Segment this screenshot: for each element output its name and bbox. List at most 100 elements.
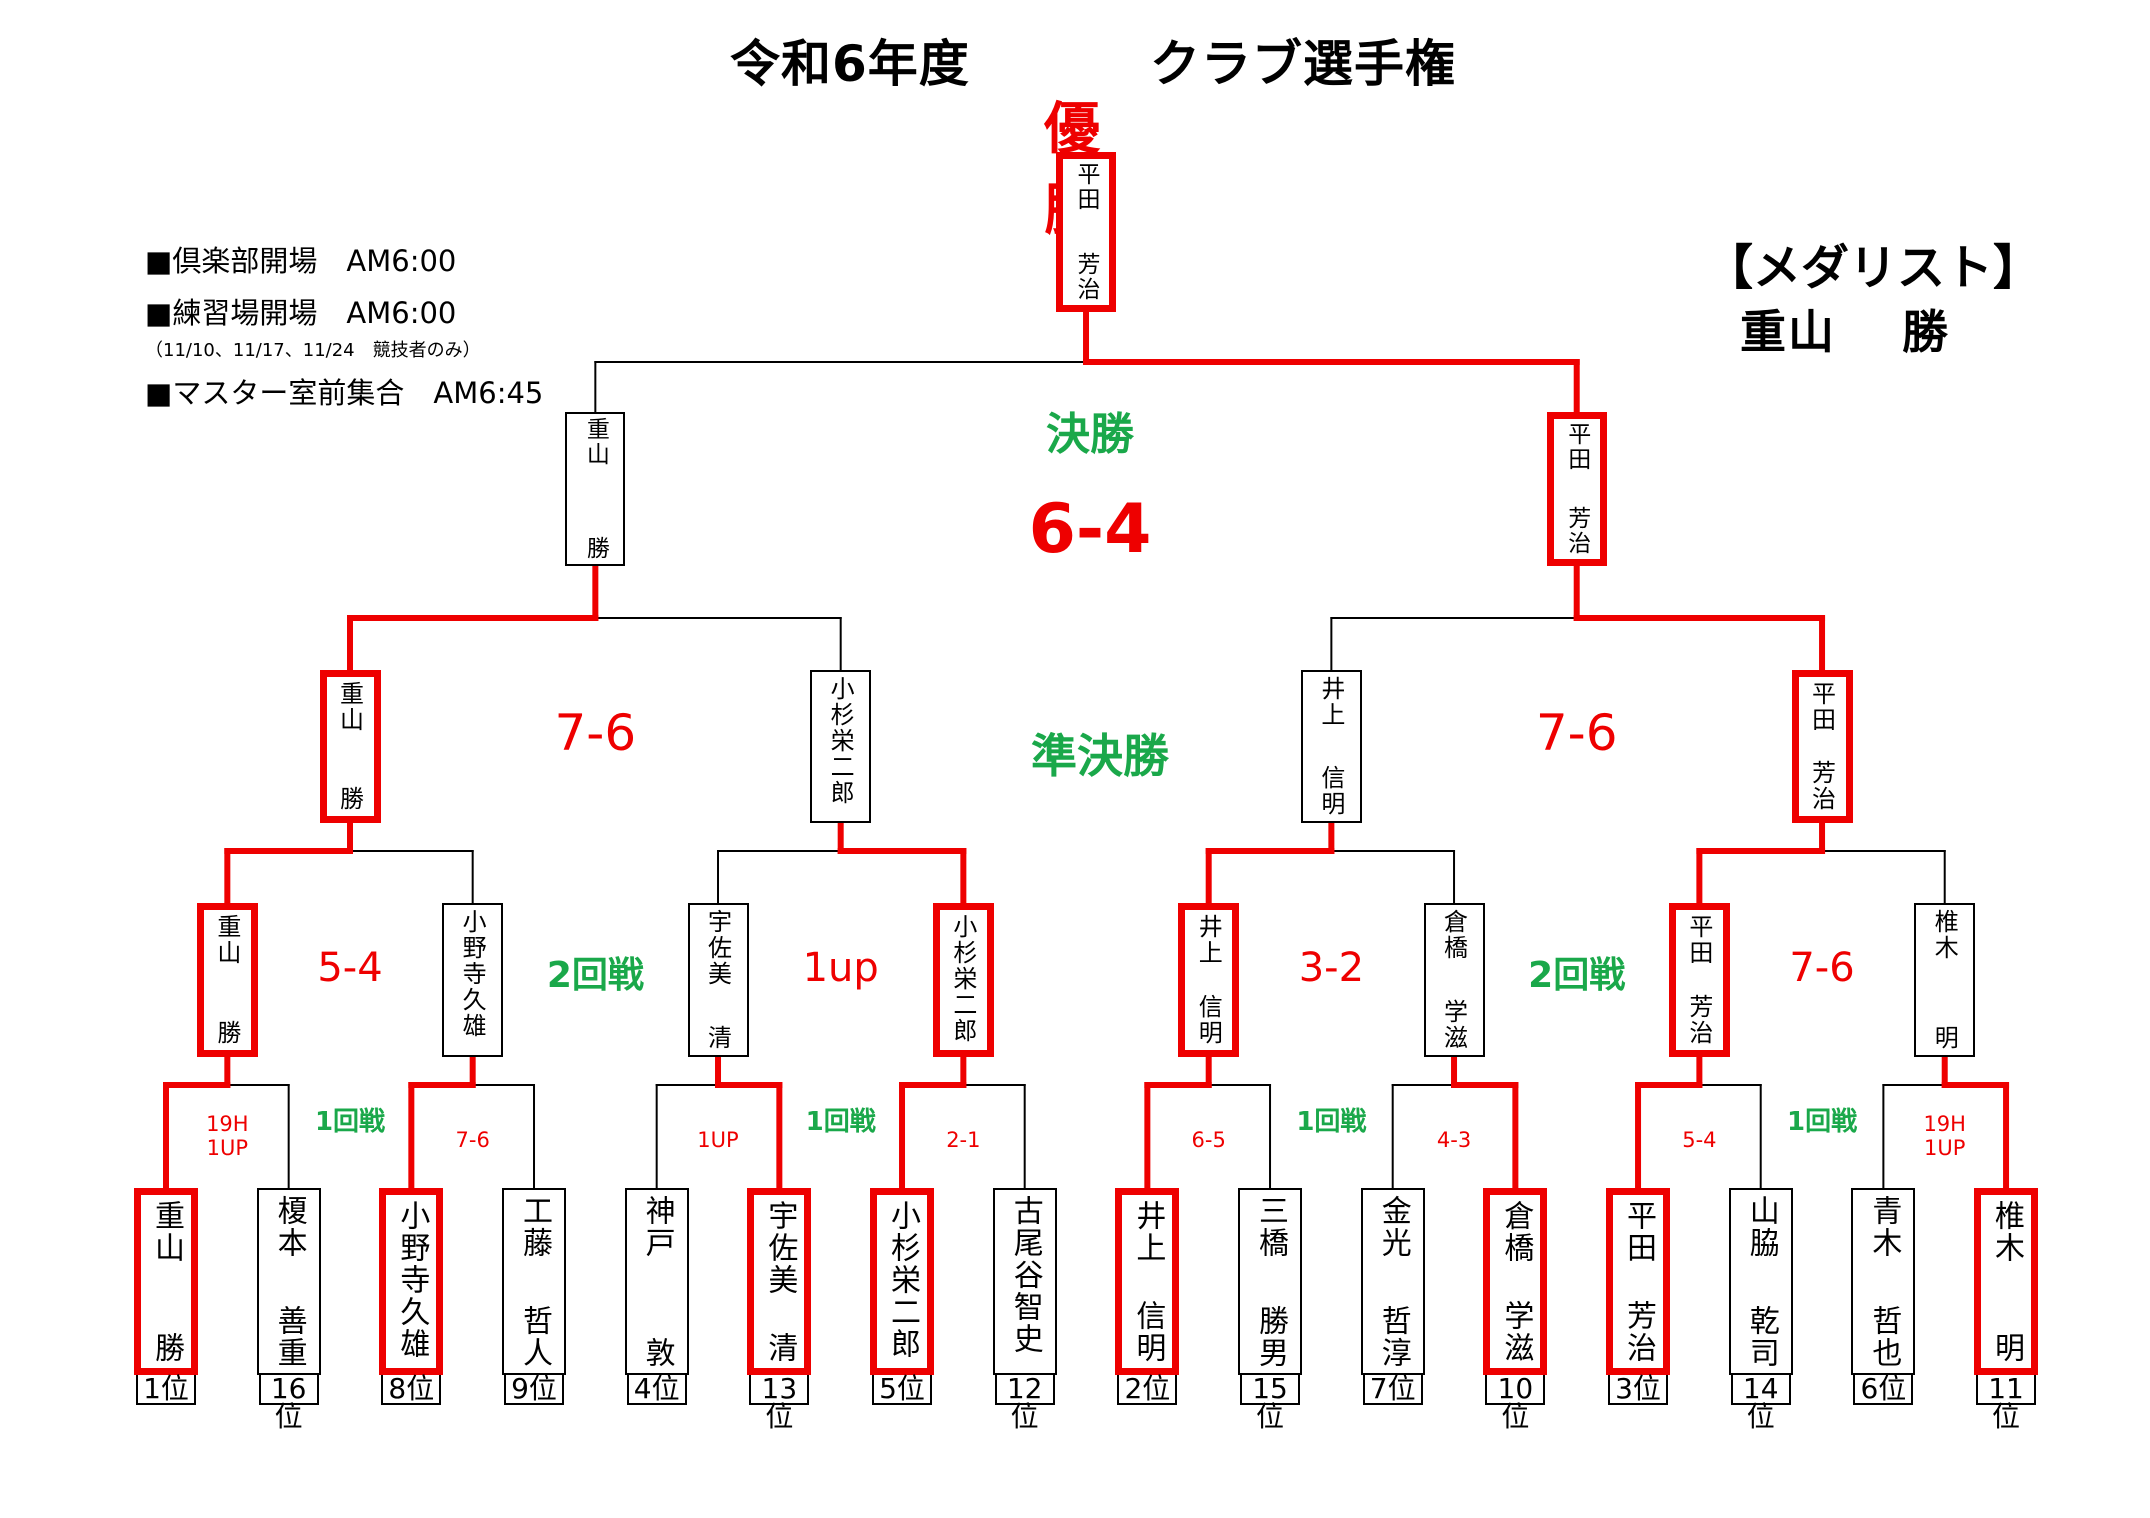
medalist-name: 重山 勝 (1740, 305, 1951, 359)
player-given-name: 芳治 (1807, 760, 1836, 813)
match-score-round2: 7-6 (1789, 945, 1855, 991)
round-label-round1: 1回戦 (805, 1107, 876, 1137)
match-score-round1: 1UP (697, 1128, 739, 1152)
player-family-name: 小野寺久雄 (458, 908, 487, 1039)
round-label-final: 決勝 (1046, 409, 1134, 460)
info-range-open: ■練習場開場 AM6:00 (145, 296, 457, 330)
player-box-round1: 井上信明 (1115, 1188, 1180, 1375)
player-family-name: 青木 (1866, 1194, 1902, 1259)
player-family-name: 金光 (1375, 1194, 1411, 1259)
player-family-name: 平田 (1621, 1199, 1657, 1264)
player-box-round2: 重山勝 (196, 903, 258, 1057)
player-given-name: 勝 (582, 535, 609, 561)
player-given-name: 乾司 (1743, 1304, 1779, 1369)
player-box-round1: 神戸敦 (624, 1188, 689, 1375)
seed-rank: 6位 (1853, 1375, 1914, 1405)
player-given-name: 哲人 (517, 1304, 552, 1369)
player-box-round1: 小杉栄二郎 (870, 1188, 935, 1375)
player-box-round1: 古尾谷智史 (992, 1188, 1057, 1375)
player-given-name: 信明 (1194, 994, 1223, 1047)
info-clubhouse-open: ■倶楽部開場 AM6:00 (145, 244, 457, 278)
match-score-round2: 5-4 (317, 945, 383, 991)
seed-rank: 2位 (1117, 1375, 1178, 1405)
player-given-name: 学滋 (1498, 1299, 1534, 1364)
player-family-name: 平田 (1684, 913, 1713, 966)
player-family-name: 平田 (1807, 680, 1836, 733)
player-box-round1: 宇佐美清 (747, 1188, 812, 1375)
player-box-round1: 三橋勝男 (1238, 1188, 1303, 1375)
match-score-round2: 3-2 (1298, 945, 1365, 991)
player-given-name: 清 (762, 1331, 798, 1364)
player-family-name: 倉橋 (1439, 908, 1468, 961)
match-score-round1: 19H 1UP (1923, 1112, 1966, 1161)
player-given-name: 哲也 (1866, 1304, 1902, 1369)
match-score-round1: 2-1 (946, 1128, 981, 1152)
player-given-name: 勝 (335, 786, 364, 813)
player-family-name: 宇佐美 (703, 908, 732, 987)
round-label-round1: 1回戦 (1296, 1107, 1367, 1137)
player-given-name: 敦 (639, 1336, 675, 1369)
seed-rank: 3位 (1608, 1375, 1669, 1405)
player-given-name: 明 (1989, 1331, 2025, 1364)
player-family-name: 重山 (212, 913, 241, 966)
player-box-final: 重山勝 (565, 412, 626, 566)
info-meeting: ■マスター室前集合 AM6:45 (145, 376, 544, 410)
player-family-name: 重山 (149, 1199, 184, 1264)
player-given-name: 善重 (271, 1304, 307, 1369)
player-box-quarterfinal: 井上信明 (1300, 670, 1362, 823)
player-family-name: 平田 (1073, 162, 1100, 213)
player-family-name: 山脇 (1743, 1194, 1779, 1259)
player-family-name: 小野寺久雄 (394, 1199, 430, 1360)
player-box-final: 平田芳治 (1546, 412, 1607, 566)
player-family-name: 工藤 (517, 1194, 552, 1259)
player-box-round1: 椎木明 (1974, 1188, 2039, 1375)
player-box-round2: 井上信明 (1178, 903, 1240, 1057)
seed-rank: 14位 (1730, 1375, 1791, 1431)
player-family-name: 井上 (1130, 1199, 1166, 1264)
player-given-name: 信明 (1316, 765, 1345, 818)
seed-rank: 4位 (626, 1375, 687, 1405)
player-family-name: 椎木 (1989, 1199, 2025, 1264)
match-score-semi: 7-6 (554, 704, 637, 762)
player-family-name: 井上 (1194, 913, 1223, 966)
player-box-round2: 椎木明 (1914, 903, 1976, 1057)
player-family-name: 小杉栄二郎 (826, 675, 855, 806)
round-label-round1: 1回戦 (314, 1107, 386, 1137)
champion-box: 平田芳治 (1056, 152, 1117, 312)
seed-rank: 9位 (504, 1375, 564, 1405)
match-score-semi: 7-6 (1535, 704, 1618, 762)
player-given-name: 信明 (1130, 1299, 1166, 1364)
player-box-round2: 倉橋学滋 (1423, 903, 1485, 1057)
title-event: クラブ選手権 (1150, 35, 1456, 93)
player-box-round1: 榎本善重 (256, 1188, 321, 1375)
player-box-round2: 小野寺久雄 (442, 903, 504, 1057)
title-year: 令和6年度 (730, 35, 970, 93)
player-family-name: 椎木 (1930, 908, 1959, 961)
player-given-name: 明 (1930, 1025, 1959, 1052)
player-family-name: 三橋 (1253, 1194, 1289, 1259)
player-box-quarterfinal: 重山勝 (319, 670, 381, 823)
round-label-round2: 2回戦 (546, 955, 644, 996)
player-box-round2: 平田芳治 (1668, 903, 1730, 1057)
player-box-round1: 平田芳治 (1606, 1188, 1671, 1375)
player-family-name: 小杉栄二郎 (948, 913, 977, 1044)
match-score-round1: 19H 1UP (206, 1112, 249, 1161)
round-label-semi: 準決勝 (1031, 729, 1169, 783)
player-family-name: 倉橋 (1498, 1199, 1534, 1264)
player-box-round1: 山脇乾司 (1728, 1188, 1793, 1375)
player-given-name: 芳治 (1563, 505, 1590, 556)
info-range-note: （11/10、11/17、11/24 競技者のみ） (145, 340, 481, 361)
player-box-round2: 宇佐美清 (687, 903, 749, 1057)
match-score-round1: 4-3 (1436, 1128, 1472, 1152)
seed-rank: 16位 (258, 1375, 319, 1431)
player-given-name: 勝男 (1253, 1304, 1289, 1369)
round-label-round2: 2回戦 (1528, 955, 1626, 996)
player-given-name: 清 (703, 1025, 732, 1052)
match-score-round1: 5-4 (1682, 1128, 1717, 1152)
round-label-round1: 1回戦 (1786, 1107, 1858, 1137)
player-given-name: 芳治 (1621, 1299, 1657, 1364)
player-family-name: 重山 (335, 680, 364, 733)
player-given-name: 学滋 (1439, 999, 1468, 1052)
player-family-name: 神戸 (639, 1194, 675, 1259)
match-score-round1: 7-6 (455, 1128, 490, 1152)
